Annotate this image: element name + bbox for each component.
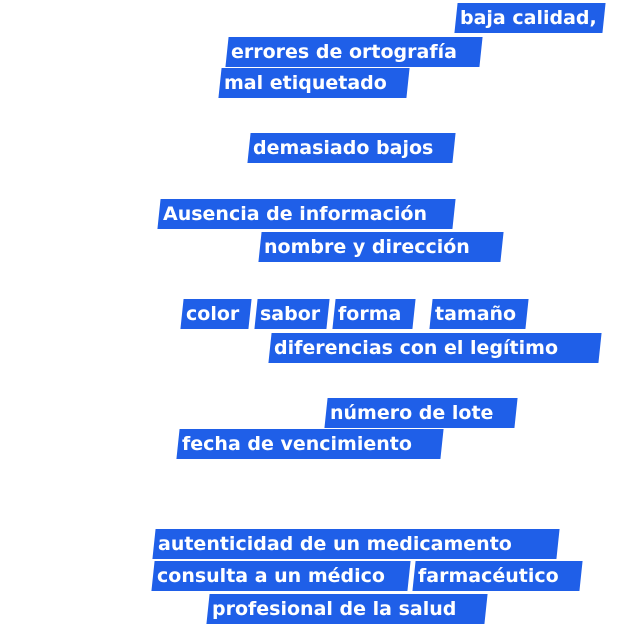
highlight-color: color (180, 299, 252, 329)
highlight-errores-ortografia: errores de ortografía (225, 37, 483, 67)
highlight-demasiado-bajos: demasiado bajos (247, 133, 456, 163)
highlight-farmaceutico: farmacéutico (412, 561, 583, 591)
highlight-sabor: sabor (254, 299, 330, 329)
highlight-diferencias-legitimo: diferencias con el legítimo (268, 333, 602, 363)
highlight-forma: forma (332, 299, 416, 329)
highlight-tamano: tamaño (429, 299, 529, 329)
highlight-consulta-medico: consulta a un médico (151, 561, 411, 591)
highlight-mal-etiquetado: mal etiquetado (218, 68, 410, 98)
highlight-baja-calidad: baja calidad, (454, 3, 606, 33)
highlight-autenticidad-medicamento: autenticidad de un medicamento (152, 529, 560, 559)
highlight-numero-lote: número de lote (324, 398, 518, 428)
highlight-ausencia-informacion: Ausencia de información (157, 199, 456, 229)
highlight-nombre-direccion: nombre y dirección (258, 232, 504, 262)
highlight-profesional-salud: profesional de la salud (206, 594, 488, 624)
highlight-fecha-vencimiento: fecha de vencimiento (176, 429, 444, 459)
